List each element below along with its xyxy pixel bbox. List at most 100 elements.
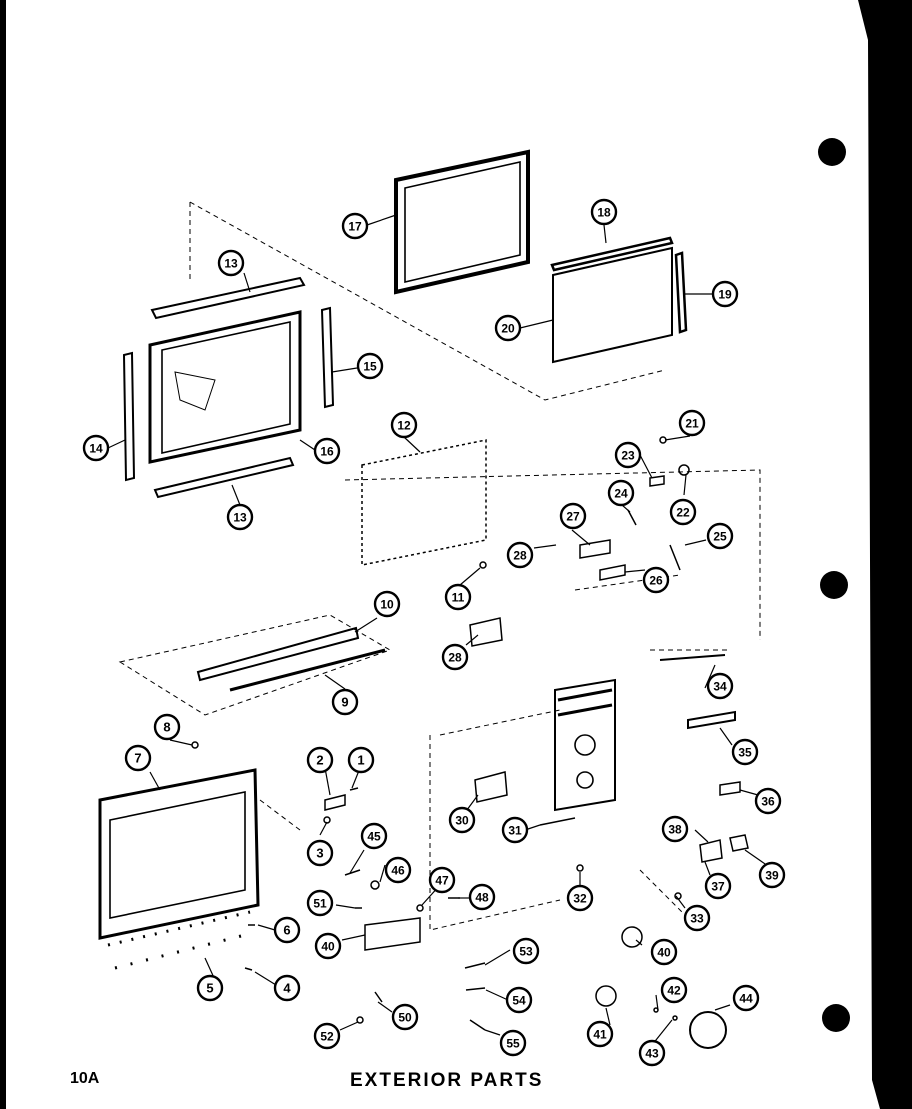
callout-20: 20	[494, 314, 522, 342]
callout-number: 13	[224, 257, 238, 271]
callout-50: 50	[391, 1003, 419, 1031]
callout-bubble	[448, 806, 476, 834]
callout-bubble	[153, 713, 181, 741]
callout-53: 53	[512, 937, 540, 965]
callout-bubble	[356, 352, 384, 380]
callout-bubble	[614, 441, 642, 469]
callout-21: 21	[678, 409, 706, 437]
callout-number: 45	[367, 830, 381, 844]
callout-number: 33	[690, 912, 704, 926]
callout-number: 51	[313, 897, 327, 911]
callout-bubble	[638, 1039, 666, 1067]
callout-number: 36	[761, 795, 775, 809]
callout-bubble	[124, 744, 152, 772]
callout-bubble	[512, 937, 540, 965]
callout-bubble	[683, 904, 711, 932]
callout-bubble	[313, 1022, 341, 1050]
callout-bubble	[468, 883, 496, 911]
callout-46: 46	[384, 856, 412, 884]
binder-hole-icon	[820, 571, 848, 599]
callout-26: 26	[642, 566, 670, 594]
callout-2: 2	[306, 746, 334, 774]
callout-bubble	[566, 884, 594, 912]
callout-17: 17	[341, 212, 369, 240]
callout-7: 7	[124, 744, 152, 772]
callout-number: 28	[513, 549, 527, 563]
callout-number: 47	[435, 874, 449, 888]
callout-bubble	[494, 314, 522, 342]
callout-bubble	[586, 1020, 614, 1048]
callout-bubble	[273, 916, 301, 944]
page-number: 10A	[70, 1070, 100, 1087]
part-34-rod	[659, 654, 726, 661]
part-10-rail	[196, 626, 360, 682]
callout-bubble	[704, 872, 732, 900]
callout-40b: 40	[314, 932, 342, 960]
callout-15: 15	[356, 352, 384, 380]
callout-bubble	[428, 866, 456, 894]
callout-9: 9	[331, 688, 359, 716]
callout-number: 27	[566, 510, 580, 524]
callout-45: 45	[360, 822, 388, 850]
callout-4: 4	[273, 974, 301, 1002]
callout-5: 5	[196, 974, 224, 1002]
paper-left-edge	[0, 0, 6, 1109]
callout-number: 16	[320, 445, 334, 459]
callout-14: 14	[82, 434, 110, 462]
callout-number: 22	[676, 506, 690, 520]
callout-bubble	[82, 434, 110, 462]
callout-bubble	[650, 938, 678, 966]
callout-27: 27	[559, 502, 587, 530]
callout-38: 38	[661, 815, 689, 843]
callout-bubble	[661, 815, 689, 843]
callout-bubble	[373, 590, 401, 618]
callout-43: 43	[638, 1039, 666, 1067]
callout-31: 31	[501, 816, 529, 844]
callout-23: 23	[614, 441, 642, 469]
part-17-window-frame	[394, 149, 530, 295]
callout-52: 52	[313, 1022, 341, 1050]
callout-bubble	[441, 643, 469, 671]
callout-number: 52	[320, 1030, 334, 1044]
callout-bubble	[499, 1029, 527, 1057]
callout-number: 19	[718, 288, 732, 302]
part-16-door-frame	[148, 310, 302, 464]
callout-number: 55	[506, 1037, 520, 1051]
callout-bubble	[390, 411, 418, 439]
callout-bubble	[505, 986, 533, 1014]
leader-lines	[107, 214, 769, 1046]
part-20-glass-panel	[552, 246, 673, 364]
callout-number: 40	[321, 940, 335, 954]
callout-47: 47	[428, 866, 456, 894]
part-13-bottom-trim	[153, 456, 295, 499]
callout-bubble	[758, 861, 786, 889]
callout-bubble	[306, 889, 334, 917]
control-housing-assembly	[554, 678, 616, 812]
callout-12: 12	[390, 411, 418, 439]
callout-number: 2	[316, 753, 323, 768]
callout-42: 42	[660, 976, 688, 1004]
callout-13a: 13	[217, 249, 245, 277]
callout-bubble	[506, 541, 534, 569]
callout-bubble	[196, 974, 224, 1002]
callout-bubble	[660, 976, 688, 1004]
part-12-panel	[361, 439, 487, 566]
callout-number: 37	[711, 880, 725, 894]
callout-bubble	[501, 816, 529, 844]
callout-19: 19	[711, 280, 739, 308]
callout-number: 13	[233, 511, 247, 525]
callout-number: 24	[614, 487, 628, 501]
callout-number: 10	[380, 598, 394, 612]
callout-16: 16	[313, 437, 341, 465]
callout-bubble	[678, 409, 706, 437]
callout-36: 36	[754, 787, 782, 815]
callout-number: 43	[645, 1047, 659, 1061]
callout-bubble	[706, 522, 734, 550]
callout-bubble	[642, 566, 670, 594]
callout-54: 54	[505, 986, 533, 1014]
callout-number: 20	[501, 322, 515, 336]
callout-number: 7	[134, 751, 141, 766]
callout-28a: 28	[506, 541, 534, 569]
